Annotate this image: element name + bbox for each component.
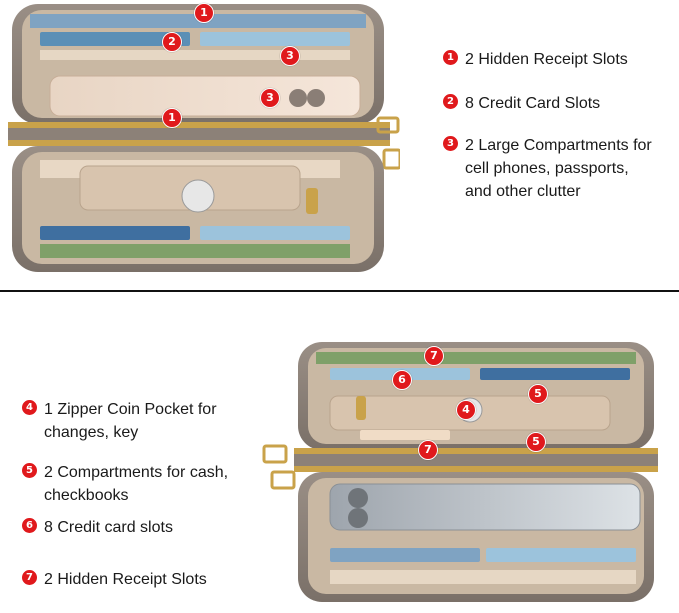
callout-text: 1 Zipper Coin Pocket for changes, key [44,401,217,441]
number-badge: 4 [22,400,37,415]
photo-marker: 5 [526,432,546,452]
callout-text: 2 Compartments for cash, checkbooks [44,464,229,504]
number-badge: 7 [22,570,37,585]
callout-text: 2 Large Compartments for cell phones, pa… [465,137,652,200]
number-badge: 3 [443,136,458,151]
number-badge: 6 [22,518,37,533]
number-badge: 1 [443,50,458,65]
photo-marker: 6 [392,370,412,390]
number-badge: 5 [22,463,37,478]
callout-card-slots: 2 8 Credit Card Slots [443,92,600,115]
photo-marker: 3 [260,88,280,108]
photo-marker: 3 [280,46,300,66]
callout-text: 2 Hidden Receipt Slots [44,571,207,588]
callout-large-compartments: 3 2 Large Compartments for cell phones, … [443,134,652,203]
callout-coin-pocket: 4 1 Zipper Coin Pocket for changes, key [22,398,217,444]
photo-marker: 1 [194,3,214,23]
photo-marker: 7 [418,440,438,460]
bottom-feature-panel: 7 6 5 4 5 7 4 1 Zipper Coin Pocket for c… [0,292,679,613]
photo-marker: 7 [424,346,444,366]
top-feature-panel: 1 2 3 3 1 1 2 Hidden Receipt Slots 2 8 C… [0,0,679,290]
callout-cash-compartments: 5 2 Compartments for cash, checkbooks [22,461,228,507]
callout-hidden-receipt-slots: 7 2 Hidden Receipt Slots [22,568,207,591]
photo-marker: 1 [162,108,182,128]
photo-marker: 5 [528,384,548,404]
wallet-photo-bottom [262,342,658,602]
callout-credit-card-slots: 6 8 Credit card slots [22,516,173,539]
callout-text: 2 Hidden Receipt Slots [465,51,628,68]
wallet-photo-top [8,4,400,272]
photo-marker: 2 [162,32,182,52]
number-badge: 2 [443,94,458,109]
callout-receipt-slots: 1 2 Hidden Receipt Slots [443,48,628,71]
section-divider [0,290,679,292]
callout-text: 8 Credit card slots [44,519,173,536]
photo-marker: 4 [456,400,476,420]
callout-text: 8 Credit Card Slots [465,95,601,112]
